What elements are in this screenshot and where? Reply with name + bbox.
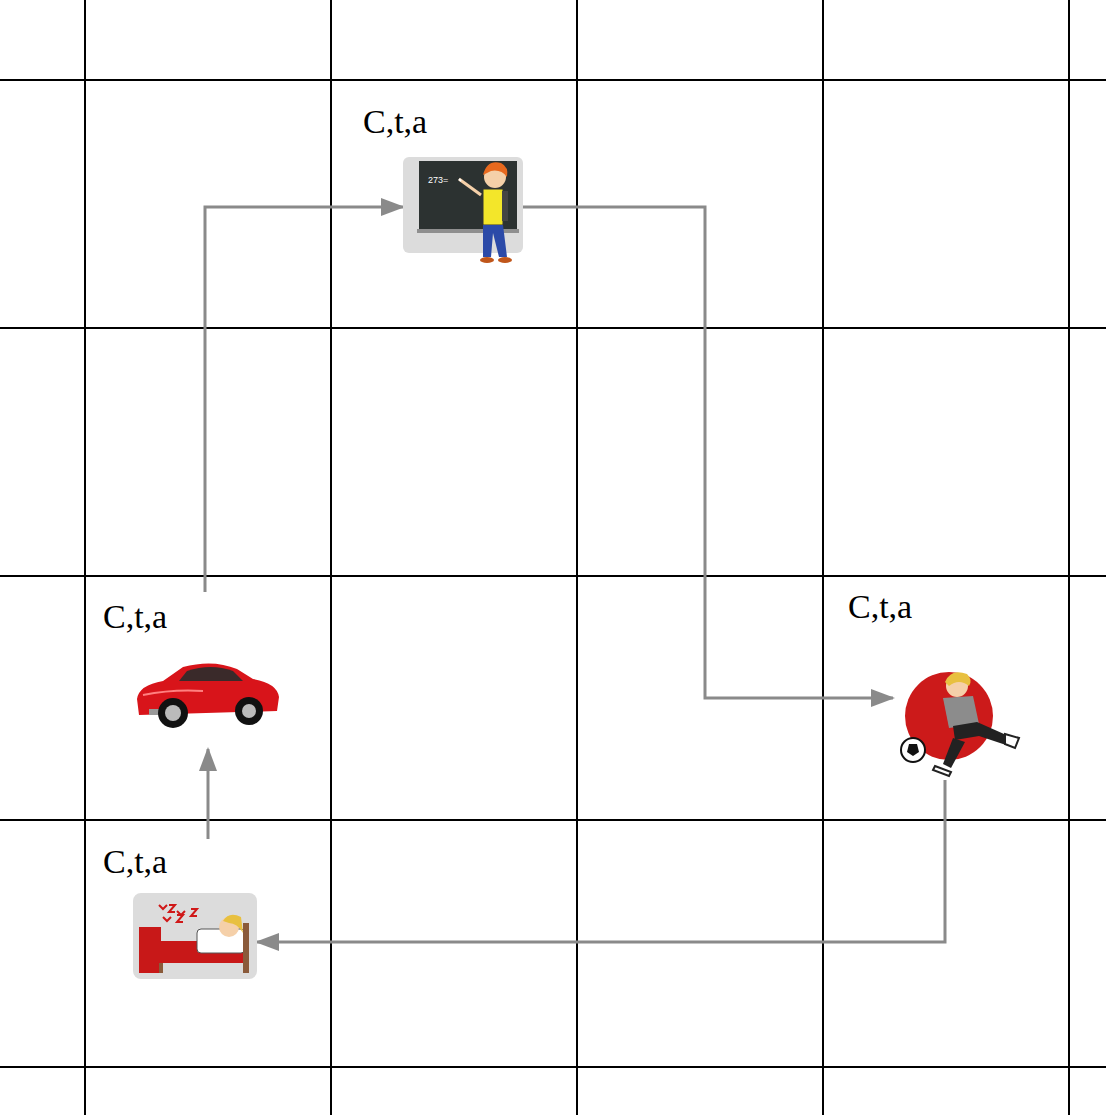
flow-arrow — [523, 207, 893, 698]
flow-arrow — [205, 207, 403, 592]
icon-node: C,t,a — [133, 655, 281, 733]
soccer-player-icon — [893, 668, 1021, 780]
flow-arrow — [257, 780, 945, 942]
flow-arrow — [207, 749, 210, 839]
teacher-icon — [403, 157, 523, 265]
node-heading: C,t,a — [103, 845, 167, 879]
node-heading: C,t,a — [103, 600, 167, 634]
bed-icon — [133, 893, 257, 979]
icon-node: C,t,a — [133, 893, 257, 979]
node-heading: C,t,a — [848, 590, 912, 624]
icon-node: C,t,a — [893, 668, 1021, 780]
node-heading: C,t,a — [363, 105, 427, 139]
icon-node: C,t,a — [403, 157, 523, 265]
car-icon — [133, 655, 281, 733]
board-writing: 273= — [428, 176, 448, 185]
